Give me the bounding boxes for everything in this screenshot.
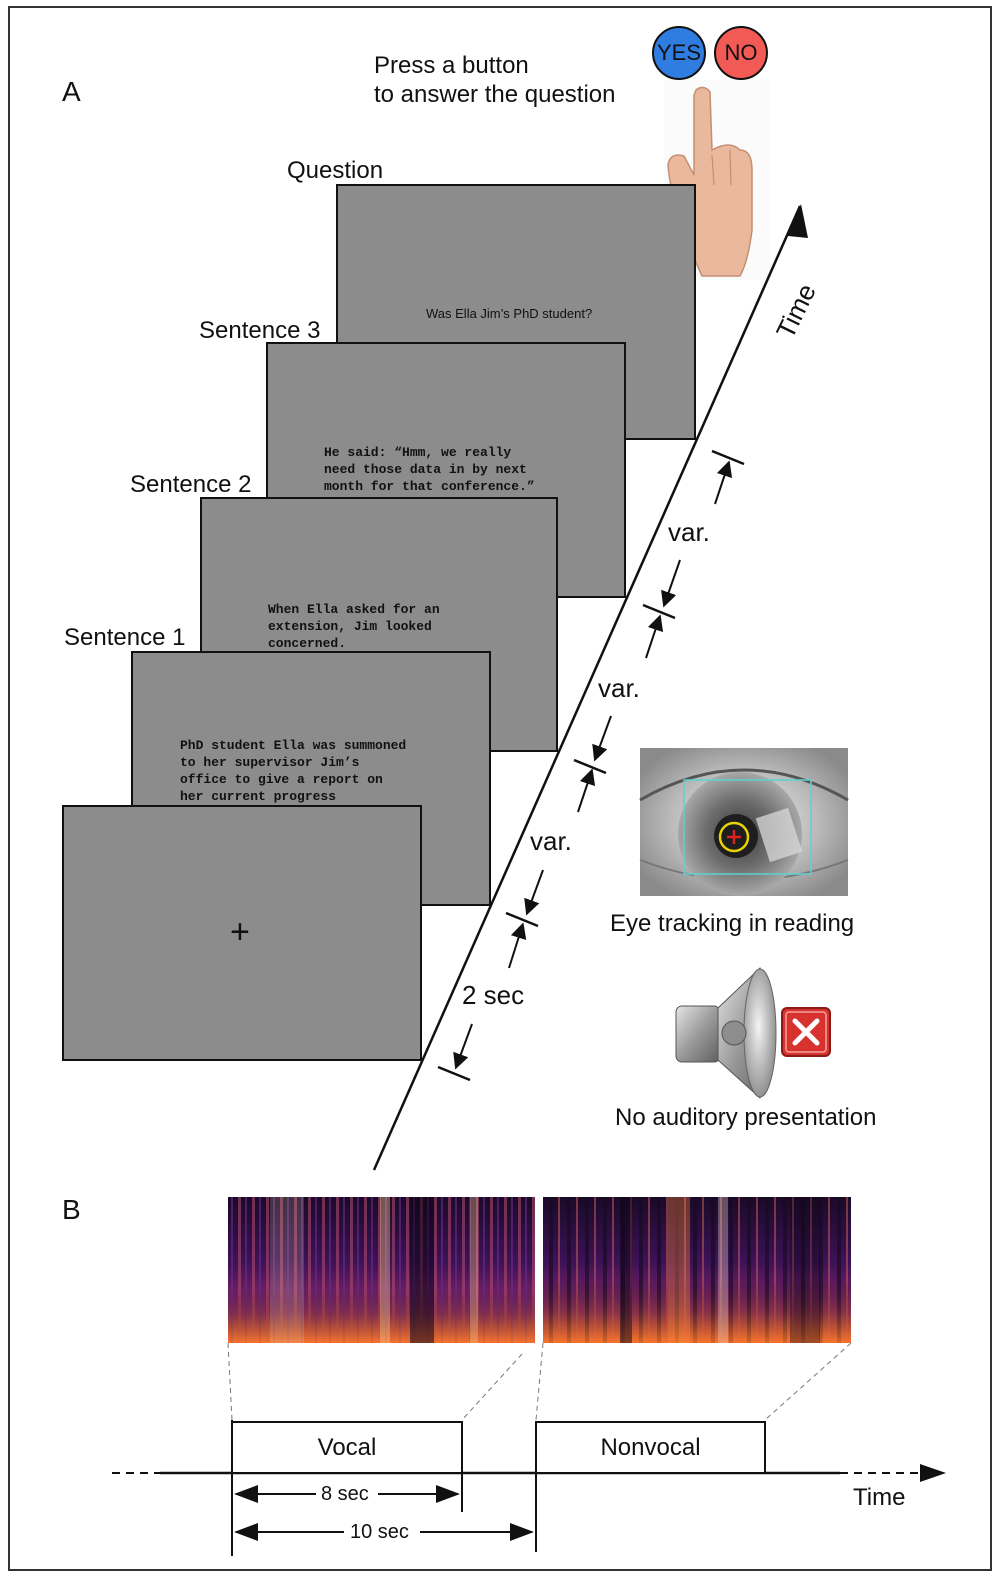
panel-a-letter: A	[62, 76, 81, 107]
eye-tracking-label: Eye tracking in reading	[610, 910, 855, 937]
nonvocal-block: Nonvocal	[535, 1421, 766, 1474]
interval-label-1: var.	[530, 826, 572, 856]
yes-button: YES	[652, 26, 706, 80]
question-title: Question	[287, 157, 384, 184]
panel-b-letter: B	[62, 1194, 81, 1225]
prompt-line-1: Press a button	[374, 52, 529, 79]
sentence2-text: When Ella asked for an extension, Jim lo…	[268, 602, 440, 651]
no-button: NO	[714, 26, 768, 80]
sentence3-text: He said: “Hmm, we really need those data…	[324, 445, 535, 494]
duration-10-label: 10 sec	[350, 1521, 409, 1543]
sentence1-title: Sentence 1	[64, 624, 186, 651]
interval-label-3: var.	[668, 517, 710, 547]
vocal-block: Vocal	[231, 1421, 463, 1474]
panel-b-time-label: Time	[853, 1484, 906, 1511]
prompt-line-2: to answer the question	[374, 81, 616, 108]
sentence3-title: Sentence 3	[199, 317, 321, 344]
no-label: NO	[724, 40, 758, 65]
figure-border	[8, 6, 992, 1571]
interval-label-2: var.	[598, 673, 640, 703]
yes-label: YES	[656, 40, 702, 65]
fixation-cross: +	[230, 913, 250, 951]
fixation-screen: +	[62, 805, 422, 1061]
vocal-label: Vocal	[317, 1433, 377, 1461]
interval-label-fixation: 2 sec	[462, 980, 525, 1010]
nonvocal-label: Nonvocal	[600, 1433, 701, 1461]
sentence1-text: PhD student Ella was summoned to her sup…	[180, 738, 407, 804]
duration-8-label: 8 sec	[321, 1483, 369, 1505]
question-text: Was Ella Jim’s PhD student?	[426, 306, 593, 321]
sentence2-title: Sentence 2	[130, 471, 252, 498]
no-audio-label: No auditory presentation	[615, 1104, 877, 1131]
